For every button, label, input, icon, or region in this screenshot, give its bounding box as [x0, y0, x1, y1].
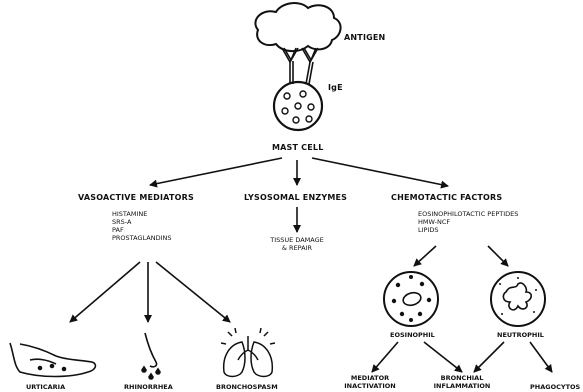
chemotactic-item: LIPIDS [418, 226, 518, 234]
arrow-eos-to-mediator [372, 342, 398, 372]
mediator-line-1: MEDIATOR [342, 374, 398, 382]
neutrophil-icon [491, 272, 545, 326]
neutrophil-label: NEUTROPHIL [497, 331, 544, 339]
vasoactive-item: HISTAMINE [112, 210, 172, 218]
arrow-to-bronchospasm [156, 262, 230, 322]
arrow-neu-to-bronchial [474, 342, 504, 372]
bronchial-inflammation-label: BRONCHIAL INFLAMMATION [430, 374, 494, 390]
antigen-label: ANTIGEN [344, 34, 385, 42]
bronchial-line-1: BRONCHIAL [430, 374, 494, 382]
chemotactic-factors-list: EOSINOPHILOTACTIC PEPTIDES HMW-NCF LIPID… [418, 210, 518, 234]
vasoactive-item: SRS-A [112, 218, 172, 226]
vasoactive-mediators-list: HISTAMINE SRS-A PAF PROSTAGLANDINS [112, 210, 172, 243]
tissue-damage-label: TISSUE DAMAGE & REPAIR [270, 236, 324, 252]
ige-antibody-icon [282, 48, 318, 84]
arrow-to-eosinophil [414, 246, 436, 266]
mediator-inactivation-label: MEDIATOR INACTIVATION [342, 374, 398, 390]
mediator-line-2: INACTIVATION [342, 382, 398, 390]
urticaria-arm-icon [10, 343, 95, 377]
bronchial-line-2: INFLAMMATION [430, 382, 494, 390]
chemotactic-factors-heading: CHEMOTACTIC FACTORS [391, 194, 502, 202]
chemotactic-item: HMW-NCF [418, 218, 518, 226]
arrow-to-vasoactive [150, 158, 282, 185]
arrow-neu-to-phagocytosis [530, 342, 552, 372]
antigen-cloud-icon [255, 3, 340, 51]
lysosomal-enzymes-heading: LYSOSOMAL ENZYMES [244, 194, 347, 202]
mast-cell-icon [274, 82, 322, 130]
ige-label: IgE [328, 84, 343, 92]
arrow-eos-to-bronchial [424, 342, 462, 372]
phagocytosis-label: PHAGOCYTOS [530, 383, 580, 391]
rhinorrhea-nose-icon [142, 333, 160, 379]
mast-cell-label: MAST CELL [272, 144, 324, 152]
bronchospasm-label: BRONCHOSPASM [216, 383, 278, 391]
tissue-damage-line-1: TISSUE DAMAGE [270, 236, 324, 244]
urticaria-label: URTICARIA [26, 383, 65, 391]
vasoactive-item: PROSTAGLANDINS [112, 234, 172, 242]
arrow-to-chemotactic [312, 158, 448, 186]
eosinophil-label: EOSINOPHIL [390, 331, 435, 339]
arrow-to-neutrophil [488, 246, 508, 266]
bronchospasm-lungs-icon [221, 328, 275, 377]
chemotactic-item: EOSINOPHILOTACTIC PEPTIDES [418, 210, 518, 218]
vasoactive-item: PAF [112, 226, 172, 234]
eosinophil-icon [384, 272, 438, 326]
arrow-to-urticaria [70, 262, 140, 322]
vasoactive-mediators-heading: VASOACTIVE MEDIATORS [78, 194, 194, 202]
tissue-damage-line-2: & REPAIR [270, 244, 324, 252]
rhinorrhea-label: RHINORRHEA [124, 383, 173, 391]
